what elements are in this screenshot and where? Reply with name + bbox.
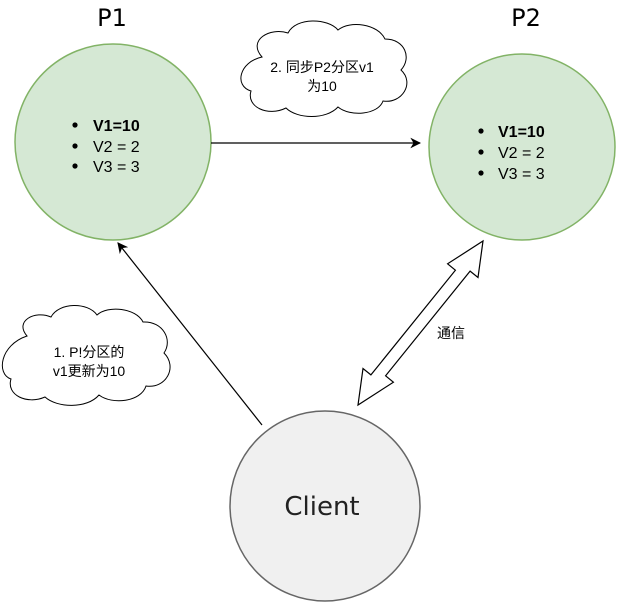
sync-cloud: 2. 同步P2分区v1 为10 (240, 20, 408, 117)
p1-title: P1 (97, 4, 127, 32)
p2-circle[interactable] (428, 53, 616, 241)
client-node[interactable]: Client (229, 410, 421, 602)
p1-bullet-1 (72, 122, 78, 128)
communication-label: 通信 (437, 325, 465, 341)
communication-double-arrow[interactable] (357, 239, 484, 407)
p2-item-1: V1=10 (498, 124, 545, 141)
partition-p1[interactable]: P1 V1=10 V2 = 2 V3 = 3 (14, 4, 212, 241)
update-cloud-line-2: v1更新为10 (53, 363, 126, 379)
update-arrow[interactable] (117, 242, 263, 426)
sync-cloud-shape (240, 20, 408, 117)
sync-cloud-line-1: 2. 同步P2分区v1 (270, 59, 374, 75)
p1-item-1: V1=10 (93, 118, 140, 135)
sync-cloud-line-2: 为10 (307, 78, 337, 94)
client-label: Client (284, 492, 359, 522)
client-circle[interactable] (229, 410, 421, 602)
partition-p2[interactable]: P2 V1=10 V2 = 2 V3 = 3 (428, 4, 616, 241)
p1-item-3: V3 = 3 (93, 159, 140, 176)
update-cloud: 1. P!分区的 v1更新为10 (1, 305, 171, 406)
p1-bullet-3 (72, 163, 78, 169)
p2-item-2: V2 = 2 (498, 145, 545, 162)
p2-bullet-2 (478, 149, 484, 155)
update-cloud-shape (1, 305, 171, 406)
update-cloud-line-1: 1. P!分区的 (54, 344, 125, 360)
p2-item-3: V3 = 3 (498, 166, 545, 183)
p2-bullet-1 (478, 128, 484, 134)
p1-bullet-2 (72, 143, 78, 149)
p2-title: P2 (511, 4, 541, 32)
p1-circle[interactable] (14, 43, 212, 241)
p2-bullet-3 (478, 170, 484, 176)
p1-item-2: V2 = 2 (93, 139, 140, 156)
